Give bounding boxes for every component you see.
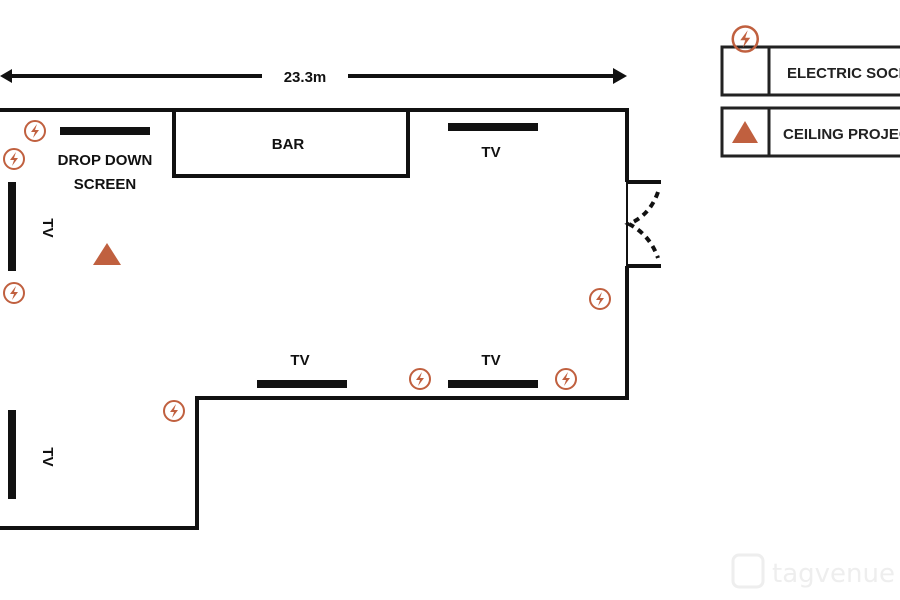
electric-socket-icon xyxy=(3,148,25,170)
tagvenue-watermark: tagvenue xyxy=(731,553,895,589)
room-walls xyxy=(0,108,629,182)
legend-electric-socket: ELECTRIC SOCKET xyxy=(720,25,900,97)
tv-bottom-2 xyxy=(448,380,538,388)
tv-label: TV xyxy=(481,352,500,369)
legend-ceiling-projector: CEILING PROJECTOR xyxy=(720,106,900,158)
electric-socket-icon xyxy=(24,120,46,142)
legend-label: CEILING PROJECTOR xyxy=(783,126,900,143)
electric-socket-icon xyxy=(555,368,577,390)
electric-socket-icon xyxy=(3,282,25,304)
dimension-arrow: 23.3m xyxy=(0,68,627,86)
tv-left-upper xyxy=(8,182,16,271)
legend-label: ELECTRIC SOCKET xyxy=(787,65,900,82)
watermark-text: tagvenue xyxy=(772,559,895,589)
tv-label: TV xyxy=(39,218,56,237)
dimension-label: 23.3m xyxy=(284,69,327,86)
screen-label-1: DROP DOWN xyxy=(58,152,153,169)
tv-label: TV xyxy=(290,352,309,369)
double-door xyxy=(624,180,661,268)
tv-left-lower xyxy=(8,410,16,499)
tv-label: TV xyxy=(39,447,56,466)
electric-socket-icon xyxy=(589,288,611,310)
ceiling-projector-icon xyxy=(732,121,758,143)
bar-label: BAR xyxy=(272,136,305,153)
tv-bottom-1 xyxy=(257,380,347,388)
electric-socket-icon xyxy=(409,368,431,390)
tv-label: TV xyxy=(481,144,500,161)
electric-socket-icon xyxy=(163,400,185,422)
bar-area xyxy=(172,108,410,178)
ceiling-projector-icon xyxy=(93,243,121,265)
drop-down-screen xyxy=(60,127,150,135)
tv-top xyxy=(448,123,538,131)
room-walls-outline xyxy=(0,108,629,530)
screen-label-2: SCREEN xyxy=(74,176,137,193)
